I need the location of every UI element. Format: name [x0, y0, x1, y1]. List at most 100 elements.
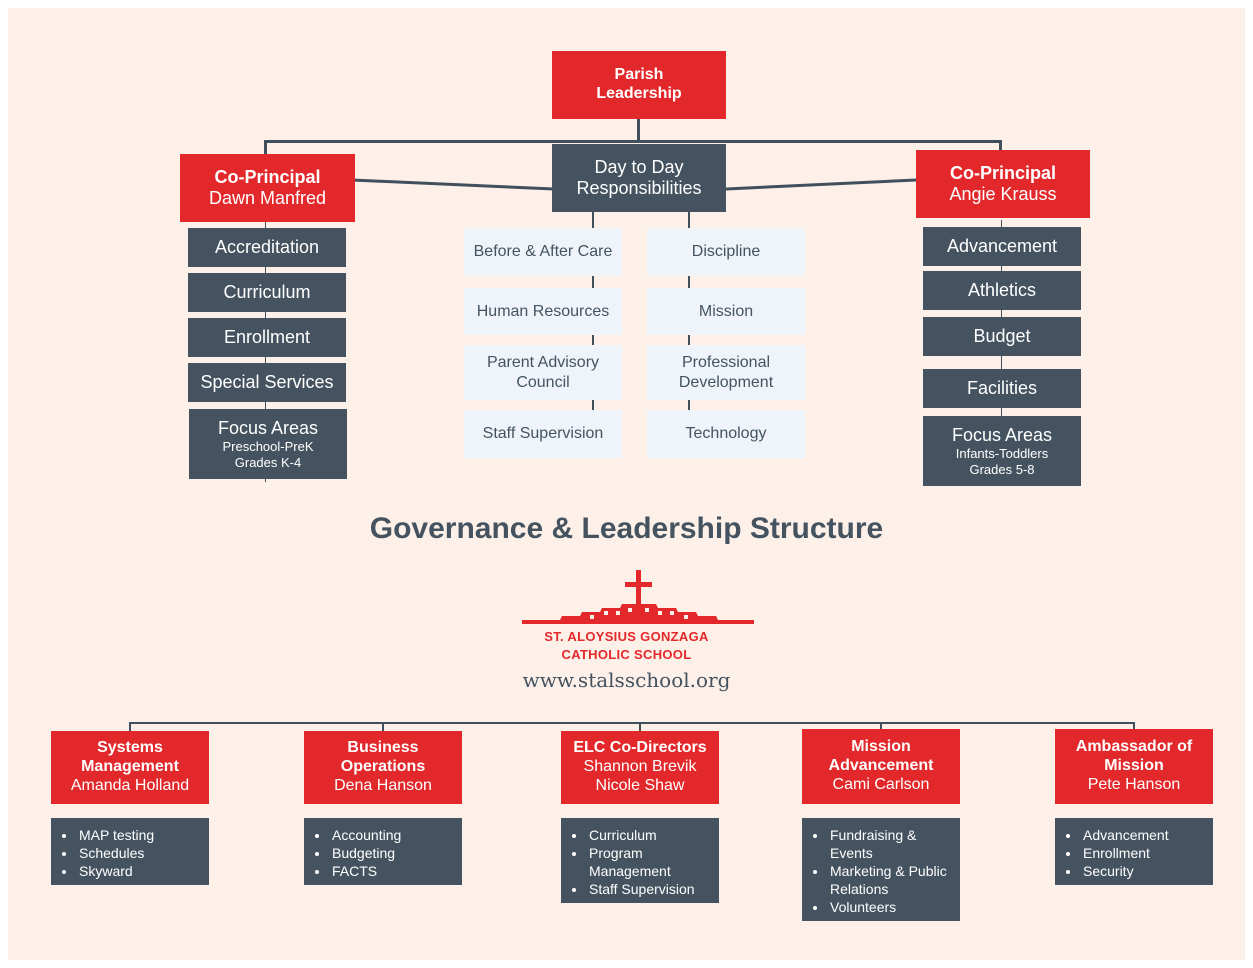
co-principal-right-name: Angie Krauss	[949, 184, 1057, 204]
box-person-name: Pete Hanson	[1087, 775, 1181, 793]
org-chart: Parish Leadership Day to Day Responsibil…	[8, 8, 1245, 960]
connector-line	[688, 400, 690, 410]
day-to-day-line-2: Responsibilities	[576, 178, 702, 198]
responsibility-staff-supervision: Staff Supervision	[464, 410, 622, 458]
business-operations-box: Business Operations Dena Hanson	[304, 731, 462, 804]
box-heading-line: Advancement	[828, 757, 934, 775]
responsibility-label-line-2: Development	[678, 373, 774, 391]
right-item-budget: Budget	[923, 317, 1081, 356]
right-item-label: Facilities	[966, 377, 1037, 398]
list-item: Fundraising & Events	[828, 826, 952, 862]
box-heading-line: Management	[81, 758, 179, 776]
left-focus-label: Focus Areas	[217, 418, 319, 439]
ambassador-of-mission-box: Ambassador of Mission Pete Hanson	[1055, 729, 1213, 804]
co-principal-left-box: Co-Principal Dawn Manfred	[180, 154, 355, 222]
right-focus-line-2: Grades 5-8	[969, 461, 1035, 477]
parish-leadership-box: Parish Leadership	[552, 51, 726, 119]
left-item-accreditation: Accreditation	[188, 228, 346, 267]
business-operations-list: Accounting Budgeting FACTS	[304, 818, 462, 885]
list-item: Marketing & Public Relations	[828, 862, 952, 898]
connector-line	[639, 722, 641, 732]
list-item: Program Management	[587, 844, 711, 880]
list-item: Security	[1081, 862, 1205, 880]
left-item-label: Special Services	[200, 371, 334, 392]
list-item: Curriculum	[587, 826, 711, 844]
list-item: MAP testing	[77, 826, 201, 844]
list-item: Schedules	[77, 844, 201, 862]
left-item-label: Accreditation	[214, 236, 320, 257]
right-item-athletics: Athletics	[923, 271, 1081, 310]
parish-line-2: Leadership	[596, 85, 682, 102]
connector-line	[688, 335, 690, 345]
responsibility-before-after-care: Before & After Care	[464, 228, 622, 276]
connector-diagonals	[351, 178, 917, 191]
connector-line	[382, 722, 384, 732]
mission-advancement-list: Fundraising & Events Marketing & Public …	[802, 818, 960, 921]
connector-line	[129, 722, 131, 732]
list-item: Enrollment	[1081, 844, 1205, 862]
connector-line	[129, 722, 1135, 724]
right-focus-line-1: Infants-Toddlers	[955, 446, 1049, 462]
co-principal-left-title: Co-Principal	[214, 166, 321, 187]
left-focus-line-2: Grades K-4	[234, 454, 302, 470]
left-item-label: Enrollment	[223, 326, 311, 347]
day-to-day-line-1: Day to Day	[594, 156, 684, 177]
mission-advancement-box: Mission Advancement Cami Carlson	[802, 729, 960, 804]
connector-line	[592, 335, 594, 345]
connector-line	[264, 140, 267, 158]
responsibility-label: Staff Supervision	[482, 425, 604, 442]
list-item: Advancement	[1081, 826, 1205, 844]
box-person-name: Nicole Shaw	[595, 776, 685, 794]
left-item-label: Curriculum	[223, 281, 311, 302]
elc-co-directors-list: Curriculum Program Management Staff Supe…	[561, 818, 719, 903]
box-person-name: Shannon Brevik	[583, 758, 697, 776]
connector-line	[637, 119, 640, 143]
box-heading-line: Ambassador of	[1075, 738, 1193, 756]
right-item-label: Athletics	[967, 279, 1037, 300]
right-item-label: Advancement	[946, 235, 1058, 256]
connector-line	[592, 400, 594, 410]
box-heading-line: Systems	[97, 739, 163, 757]
box-person-name: Cami Carlson	[832, 775, 930, 793]
box-heading-line: Mission	[851, 738, 911, 756]
right-item-label: Budget	[973, 325, 1031, 346]
box-heading-line: Mission	[1104, 757, 1164, 775]
box-heading-line: ELC Co-Directors	[573, 739, 707, 757]
co-principal-left-name: Dawn Manfred	[208, 188, 327, 208]
right-item-advancement: Advancement	[923, 227, 1081, 266]
connector-line	[592, 276, 594, 288]
connector-line	[592, 212, 594, 228]
website-url: www.stalsschool.org	[522, 668, 731, 692]
box-person-name: Amanda Holland	[70, 776, 190, 794]
co-principal-right-box: Co-Principal Angie Krauss	[916, 150, 1090, 218]
left-item-special-services: Special Services	[188, 363, 346, 402]
left-focus-areas: Focus Areas Preschool-PreK Grades K-4	[189, 409, 347, 479]
parish-line-1: Parish	[614, 66, 664, 84]
logo-line-2: CATHOLIC SCHOOL	[561, 647, 692, 662]
elc-co-directors-box: ELC Co-Directors Shannon Brevik Nicole S…	[561, 731, 719, 804]
left-focus-line-1: Preschool-PreK	[222, 439, 314, 455]
ambassador-of-mission-list: Advancement Enrollment Security	[1055, 818, 1213, 885]
responsibility-professional-development: Professional Development	[647, 345, 805, 400]
connector-line	[999, 140, 1002, 152]
connector-line	[688, 212, 690, 228]
responsibility-label: Discipline	[691, 243, 761, 260]
connector-line	[880, 722, 882, 732]
responsibility-label: Mission	[698, 302, 754, 320]
responsibility-label-line-1: Parent Advisory	[486, 353, 600, 371]
left-item-curriculum: Curriculum	[188, 273, 346, 312]
list-item: Budgeting	[330, 844, 454, 862]
school-logo-icon	[522, 570, 754, 624]
list-item: Staff Supervision	[587, 880, 711, 898]
connector-line	[688, 276, 690, 288]
list-item: FACTS	[330, 862, 454, 880]
connector-line	[725, 178, 917, 191]
box-heading-line: Operations	[340, 758, 426, 776]
right-focus-label: Focus Areas	[951, 425, 1053, 446]
connector-line	[351, 178, 555, 191]
list-item: Volunteers	[828, 898, 952, 916]
box-person-name: Dena Hanson	[334, 776, 432, 794]
box-heading-line: Business	[347, 739, 419, 757]
responsibility-label-line-1: Professional	[681, 353, 771, 371]
connector-line	[1133, 722, 1135, 732]
